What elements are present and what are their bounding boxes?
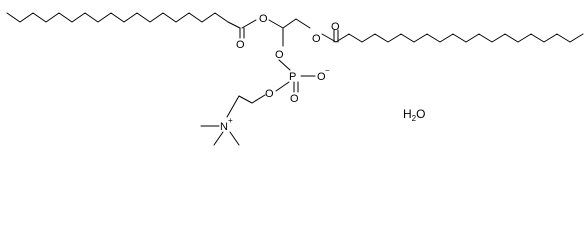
choline-bond-2 xyxy=(238,95,253,104)
atom-n: N xyxy=(220,121,228,133)
palmitoyl-chain-right xyxy=(335,33,584,43)
ester-bond-1b xyxy=(268,19,284,29)
atom-o-carbonyl-2: O xyxy=(331,21,340,33)
ester-bond-1a xyxy=(241,19,257,29)
n-methyl-right xyxy=(229,131,240,146)
choline-bond-1 xyxy=(251,94,266,104)
water-h: H xyxy=(403,107,412,121)
phosphate-bond-1 xyxy=(278,59,291,71)
atom-o-ester-2: O xyxy=(312,33,321,45)
minus-charge: − xyxy=(325,66,330,75)
glycerol-bond-2 xyxy=(295,18,311,29)
atom-o-carbonyl-1: O xyxy=(236,39,245,51)
water-subscript: 2 xyxy=(412,114,417,123)
n-positive-charge: + xyxy=(228,116,233,125)
palmitoyl-chain-left xyxy=(6,12,241,29)
structure-diagram: O O O O O P O O − O N + H2O xyxy=(6,12,584,146)
atom-o-glycerol-phosphate: O xyxy=(275,49,284,61)
glycerol-bond-1 xyxy=(282,18,297,29)
p-o-choline-bond xyxy=(275,81,290,92)
atom-o-p-minus: O xyxy=(317,71,326,83)
atom-p: P xyxy=(289,71,296,83)
atom-o-ester-1: O xyxy=(259,13,268,25)
water-o: O xyxy=(416,107,425,121)
atom-o-p-double: O xyxy=(290,93,299,105)
n-methyl-down xyxy=(213,131,224,146)
atom-o-p-choline: O xyxy=(265,88,274,100)
choline-bond-3 xyxy=(226,95,240,118)
water-formula: H2O xyxy=(403,107,425,123)
